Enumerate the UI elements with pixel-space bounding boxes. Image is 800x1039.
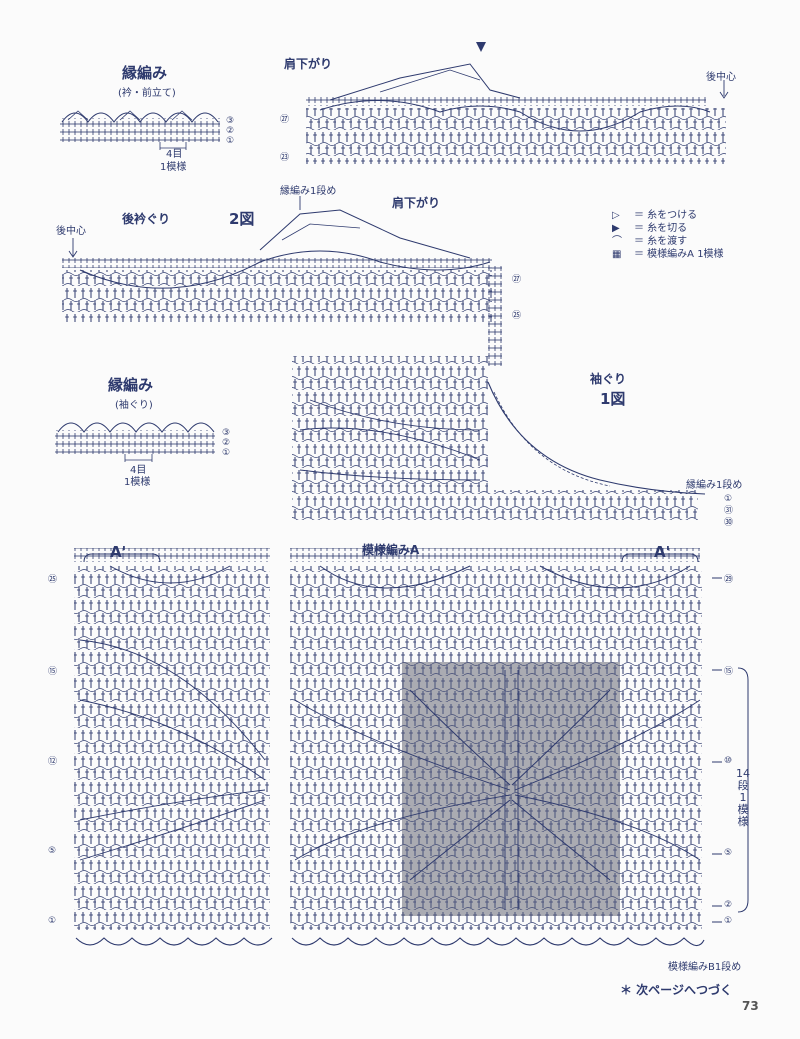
row-marker-top-23: ㉓	[280, 153, 290, 163]
back-center-top-label: 後中心	[706, 72, 736, 83]
armhole-section-chart	[292, 356, 706, 520]
row-marker-left-15: ⑮	[48, 667, 58, 677]
figure-1-label: 1図	[600, 390, 626, 408]
attach-yarn-icon: ▷	[612, 210, 620, 221]
pattern-b-row1-label: 模様編みB1段め	[668, 962, 742, 973]
back-center-mid-label: 後中心	[56, 226, 86, 237]
cut-yarn-icon: ▶	[612, 223, 620, 234]
row-marker-left-25: ㉕	[48, 575, 58, 585]
row-marker-left-1: ①	[48, 916, 57, 926]
collar-repeat-unit: 1模様	[160, 162, 187, 173]
row-marker-right-15: ⑮	[724, 667, 734, 677]
back-neck-chart	[62, 196, 492, 322]
legend-item-cut: ▶＝ 糸を切る	[612, 223, 688, 234]
legend-item-attach: ▷＝ 糸をつける	[612, 210, 698, 221]
row-marker-top-27: ㉗	[280, 115, 290, 125]
armhole-edging-subtitle: (袖ぐり)	[115, 400, 153, 411]
figure-2-label: 2図	[229, 210, 255, 228]
collar-edging-chart	[60, 110, 220, 150]
a-prime-right-label: A'	[654, 543, 671, 561]
armhole-edging-row1-label: 縁編み1段め	[686, 480, 743, 491]
carry-yarn-icon: ⌒	[612, 236, 622, 247]
collar-edging-subtitle: (衿・前立て)	[118, 88, 176, 99]
armhole-label: 袖ぐり	[590, 372, 627, 386]
legend-item-carry: ⌒＝ 糸を渡す	[612, 236, 688, 247]
armhole-repeat-unit: 1模様	[124, 477, 151, 488]
row-marker-left-12: ⑫	[48, 757, 58, 767]
main-body-chart	[74, 548, 749, 947]
legend-item-repeat: ▦＝ 模様編みA 1模様	[612, 249, 724, 260]
shoulder-slope-top-label: 肩下がり	[284, 57, 333, 71]
row-marker-left-5: ⑤	[48, 846, 57, 856]
continued-note: ＊ 次ページへつづく	[620, 983, 732, 997]
pattern-a-label: 模様編みA	[362, 543, 420, 557]
pattern-repeat-icon: ▦	[612, 249, 622, 260]
repeat-height-label: 14段1模様	[736, 767, 750, 828]
row-marker-mid-25: ㉕	[512, 311, 522, 321]
a-prime-left-label: A'	[110, 543, 127, 561]
armhole-repeat-stitches: 4目	[130, 465, 147, 476]
collar-repeat-stitches: 4目	[166, 149, 183, 160]
row-marker-mid-27: ㉗	[512, 275, 522, 285]
shoulder-slope-mid-label: 肩下がり	[392, 196, 441, 210]
upper-shoulder-chart	[306, 42, 729, 164]
armhole-edging-title: 縁編み	[108, 376, 154, 394]
armhole-edging-chart	[55, 422, 215, 462]
row-marker-right-29: ㉙	[724, 575, 734, 585]
side-connector	[488, 266, 502, 366]
back-neck-label: 後衿ぐり	[122, 212, 171, 226]
symbol-legend: ▷＝ 糸をつける ▶＝ 糸を切る ⌒＝ 糸を渡す ▦＝ 模様編みA 1模様	[612, 209, 724, 261]
row-marker-right-1: ①	[724, 916, 733, 926]
collar-edging-title: 縁編み	[122, 64, 168, 82]
row-marker-right-10: ⑩	[724, 756, 733, 766]
row-marker-right-5: ⑤	[724, 848, 733, 858]
page-number: 73	[742, 999, 759, 1013]
row-marker-right-2: ②	[724, 900, 733, 910]
edging-row1-label: 縁編み1段め	[280, 186, 337, 197]
